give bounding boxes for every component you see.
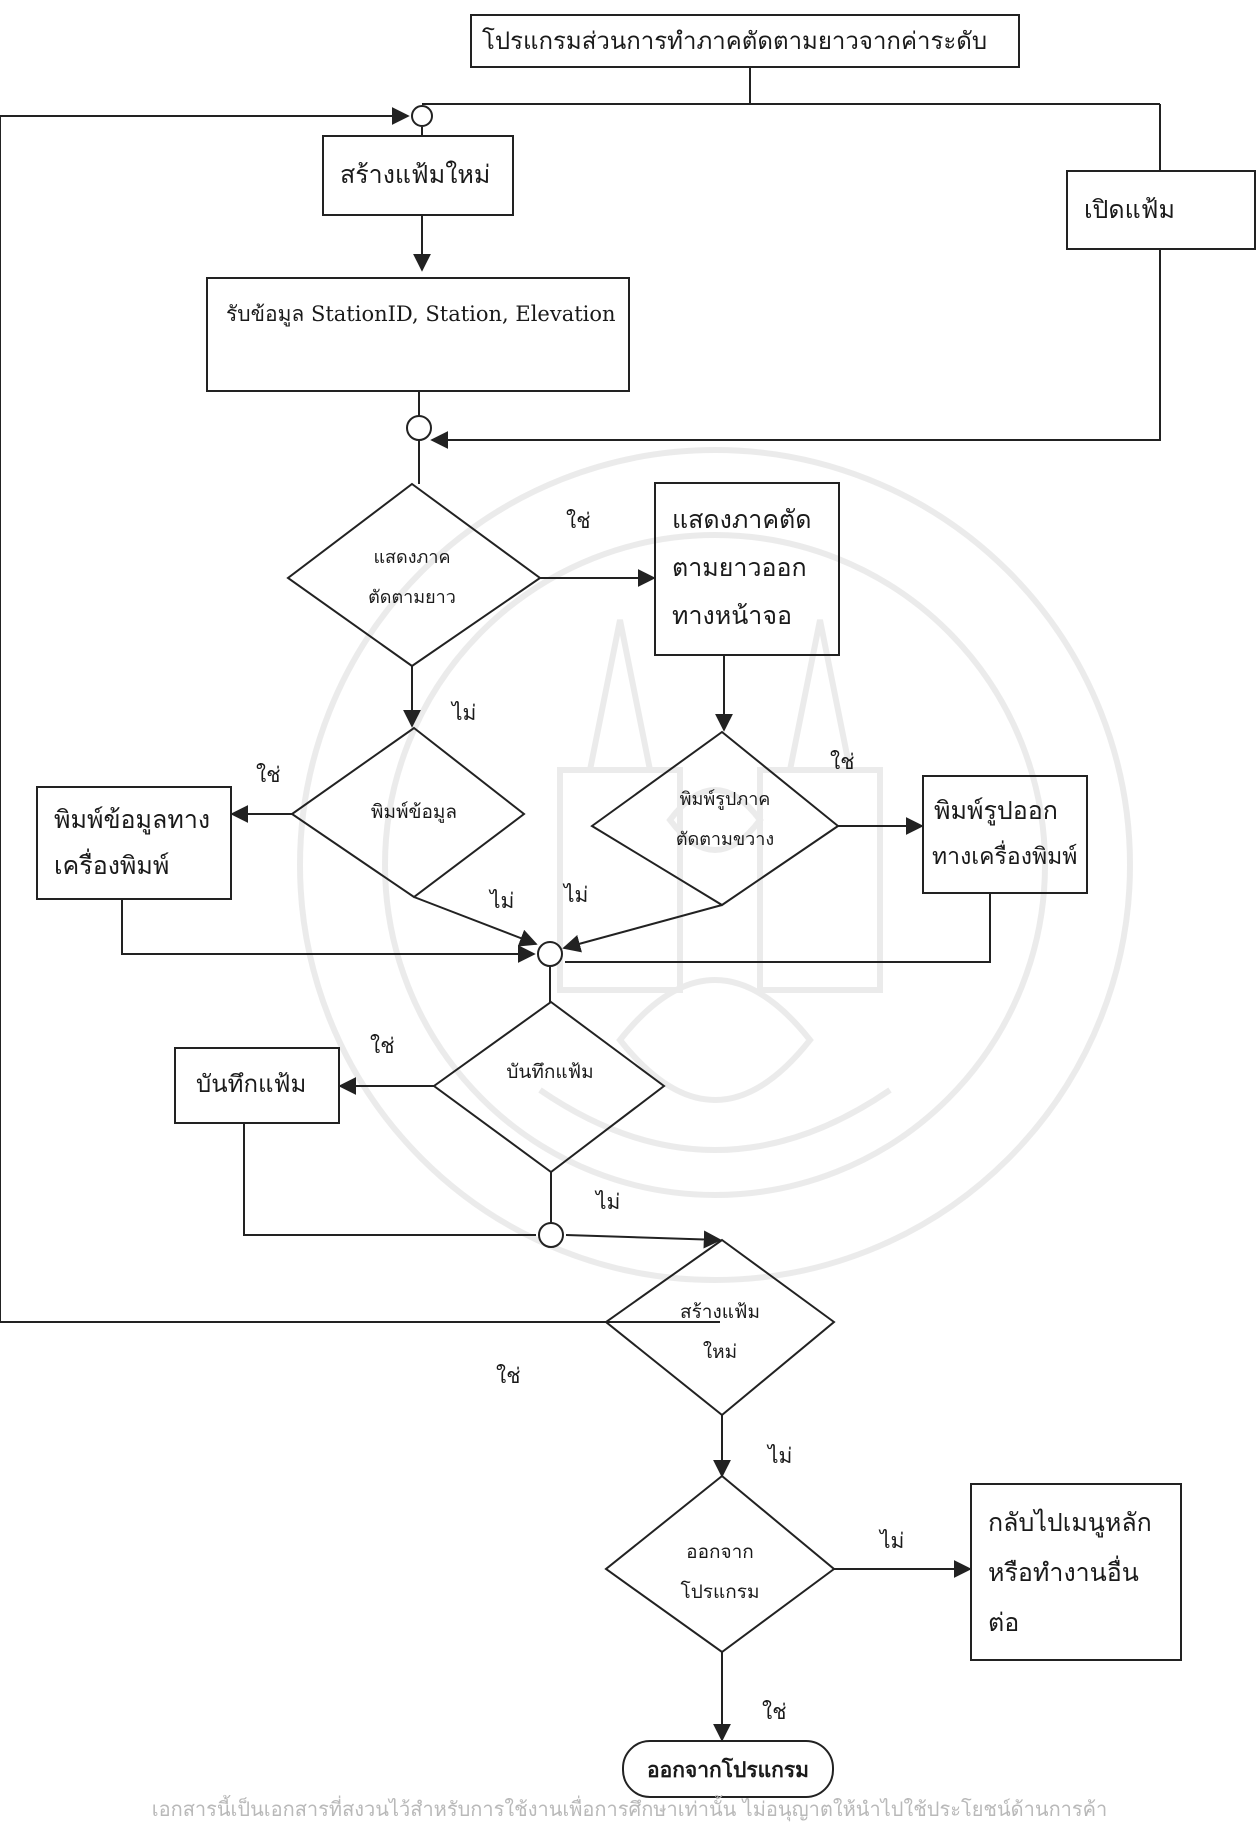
terminal-exit: ออกจากโปรแกรม xyxy=(622,1740,834,1798)
back-menu-line-2: หรือทำงานอื่น xyxy=(988,1558,1139,1587)
show-screen-box: แสดงภาคตัด ตามยาวออก ทางหน้าจอ xyxy=(654,482,840,656)
title-box: โปรแกรมส่วนการทำภาคตัดตามยาวจากค่าระดับ xyxy=(470,14,1020,68)
input-data-label: รับข้อมูล StationID, Station, Elevation xyxy=(226,302,616,326)
new-file-label: สร้างแฟ้มใหม่ xyxy=(340,160,491,189)
terminal-label: ออกจากโปรแกรม xyxy=(646,1757,809,1782)
yes-label-exit-program: ใช่ xyxy=(762,1700,787,1724)
yes-label-show-profile: ใช่ xyxy=(566,509,591,533)
no-label-exit-program: ไม่ xyxy=(880,1529,905,1553)
print-picture-line-1: พิมพ์รูปออก xyxy=(934,796,1058,825)
no-label-show-profile: ไม่ xyxy=(452,701,477,725)
decision-new-file-again-line-1: สร้างแฟ้ม xyxy=(680,1301,760,1323)
print-data-line-1: พิมพ์ข้อมูลทาง xyxy=(54,805,211,834)
back-menu-box: กลับไปเมนูหลัก หรือทำงานอื่น ต่อ xyxy=(970,1483,1182,1661)
decision-show-profile xyxy=(286,482,542,668)
connector-top xyxy=(411,105,433,127)
yes-label-save-file: ใช่ xyxy=(370,1034,395,1058)
input-data-box: รับข้อมูล StationID, Station, Elevation xyxy=(206,277,630,392)
new-file-box: สร้างแฟ้มใหม่ xyxy=(322,135,514,216)
decision-print-picture-line-1: พิมพ์รูปภาค xyxy=(679,789,771,810)
open-file-box: เปิดแฟ้ม xyxy=(1066,170,1256,250)
back-menu-line-3: ต่อ xyxy=(988,1608,1020,1637)
no-label-print-picture: ไม่ xyxy=(564,883,589,907)
show-screen-line-1: แสดงภาคตัด xyxy=(672,505,812,534)
print-picture-line-2: ทางเครื่องพิมพ์ xyxy=(932,844,1078,870)
decision-show-profile-line-2: ตัดตามยาว xyxy=(368,587,456,608)
save-file-box: บันทึกแฟ้ม xyxy=(174,1047,340,1124)
no-label-new-file-again: ไม่ xyxy=(768,1444,793,1468)
connector-merge-2 xyxy=(537,941,563,967)
show-screen-line-2: ตามยาวออก xyxy=(672,553,807,582)
title-label: โปรแกรมส่วนการทำภาคตัดตามยาวจากค่าระดับ xyxy=(482,27,988,55)
connector-merge-1 xyxy=(406,415,432,441)
save-file-label: บันทึกแฟ้ม xyxy=(196,1070,307,1098)
open-file-label: เปิดแฟ้ม xyxy=(1084,195,1175,224)
decision-new-file-again-line-2: ใหม่ xyxy=(702,1341,738,1363)
yes-label-print-data: ใช่ xyxy=(256,763,281,787)
decision-exit-program-line-2: โปรแกรม xyxy=(680,1581,760,1603)
decision-print-data-label: พิมพ์ข้อมูล xyxy=(370,801,458,823)
decision-show-profile-line-1: แสดงภาค xyxy=(373,547,451,568)
yes-label-print-picture: ใช่ xyxy=(830,750,855,774)
no-label-save-file: ไม่ xyxy=(596,1190,621,1214)
print-picture-box: พิมพ์รูปออก ทางเครื่องพิมพ์ xyxy=(922,775,1088,894)
decision-save-file xyxy=(432,1000,666,1174)
footer-notice: เอกสารนี้เป็นเอกสารที่สงวนไว้สำหรับการใช… xyxy=(151,1797,1108,1821)
back-menu-line-1: กลับไปเมนูหลัก xyxy=(988,1508,1152,1537)
decision-save-file-label: บันทึกแฟ้ม xyxy=(506,1061,594,1083)
no-label-print-data: ไม่ xyxy=(490,889,515,913)
print-data-box: พิมพ์ข้อมูลทาง เครื่องพิมพ์ xyxy=(36,786,232,900)
decision-exit-program xyxy=(604,1474,836,1654)
print-data-line-2: เครื่องพิมพ์ xyxy=(54,851,170,880)
decision-print-picture xyxy=(590,730,840,907)
decision-exit-program-line-1: ออกจาก xyxy=(686,1541,754,1563)
connector-merge-3 xyxy=(538,1222,564,1248)
decision-print-data xyxy=(290,726,526,899)
yes-label-new-file-again: ใช่ xyxy=(496,1364,521,1388)
decision-print-picture-line-2: ตัดตามขวาง xyxy=(675,829,775,850)
show-screen-line-3: ทางหน้าจอ xyxy=(672,601,792,630)
decision-new-file-again xyxy=(604,1238,836,1417)
